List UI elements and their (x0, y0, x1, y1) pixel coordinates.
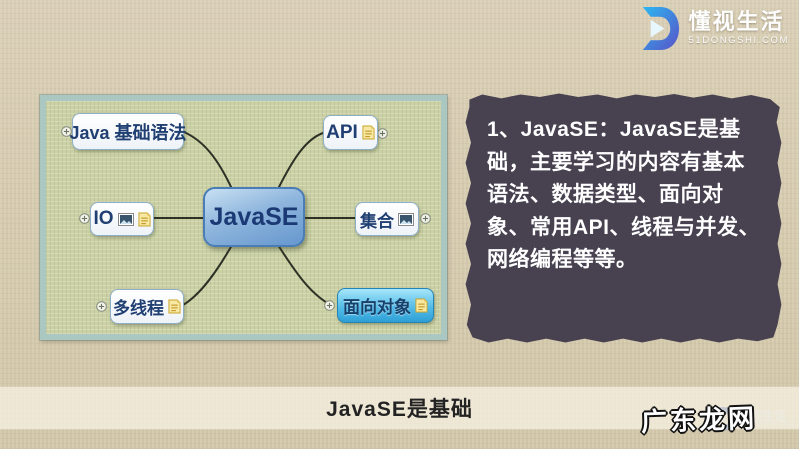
watermark-logo-brand: 懂视生活 (738, 409, 787, 423)
brand-logo: 懂视生活 51DONGSHI.COM (634, 5, 789, 52)
node-label: IO (93, 208, 114, 229)
mindmap-node-api[interactable]: API (323, 115, 378, 150)
image-icon (117, 212, 134, 226)
mindmap-connections (151, 131, 356, 306)
watermark: 懂视生活 51DONGSHI.COM 广东龙网 (637, 392, 797, 448)
brand-domain: 51DONGSHI.COM (688, 35, 789, 47)
description-text: 1、JavaSE：JavaSE是基础，主要学习的内容有基本语法、数据类型、面向对… (487, 118, 761, 272)
node-label: API (326, 121, 358, 143)
mindmap-node-mianxiangduixiang[interactable]: 面向对象 (337, 288, 434, 323)
note-icon (168, 299, 181, 314)
brand-name: 懂视生活 (688, 9, 785, 35)
note-icon (415, 298, 428, 313)
mindmap-node-duoxiancheng[interactable]: 多线程 (110, 289, 184, 324)
caption-bar: JavaSE是基础 (0, 386, 799, 430)
watermark-logo-domain: 51DONGSHI.COM (738, 422, 795, 428)
expander-api[interactable] (377, 128, 388, 139)
node-label: 多线程 (113, 299, 164, 318)
expander-jihe[interactable] (420, 213, 431, 224)
expander-mianxiangduixiang[interactable] (324, 300, 335, 311)
mindmap-node-java-basics[interactable]: Java 基础语法 (69, 113, 187, 150)
node-label: 集合 (360, 211, 394, 231)
node-label: 面向对象 (343, 298, 411, 317)
node-label: JavaSE (209, 202, 299, 231)
description-panel: 1、JavaSE：JavaSE是基础，主要学习的内容有基本语法、数据类型、面向对… (465, 93, 782, 343)
image-icon (398, 212, 414, 226)
expander-java-basics[interactable] (61, 126, 72, 137)
mindmap-panel: Java 基础语法 API IO 集合 多线程 面向对象 JavaSE (39, 94, 448, 341)
node-label: Java 基础语法 (69, 122, 187, 143)
expander-io[interactable] (79, 213, 90, 224)
note-icon (362, 125, 375, 140)
watermark-logo: 懂视生活 51DONGSHI.COM (709, 406, 795, 432)
watermark-text: 广东龙网 (640, 402, 758, 438)
play-d-logo-icon (714, 407, 735, 431)
play-d-logo-icon (643, 6, 680, 51)
mindmap-node-jihe[interactable]: 集合 (355, 202, 419, 236)
caption-text: JavaSE是基础 (326, 398, 473, 421)
expander-duoxiancheng[interactable] (96, 301, 107, 312)
mindmap-node-io[interactable]: IO (90, 202, 154, 236)
mindmap-node-root-javase[interactable]: JavaSE (203, 187, 305, 247)
note-icon (137, 212, 151, 226)
